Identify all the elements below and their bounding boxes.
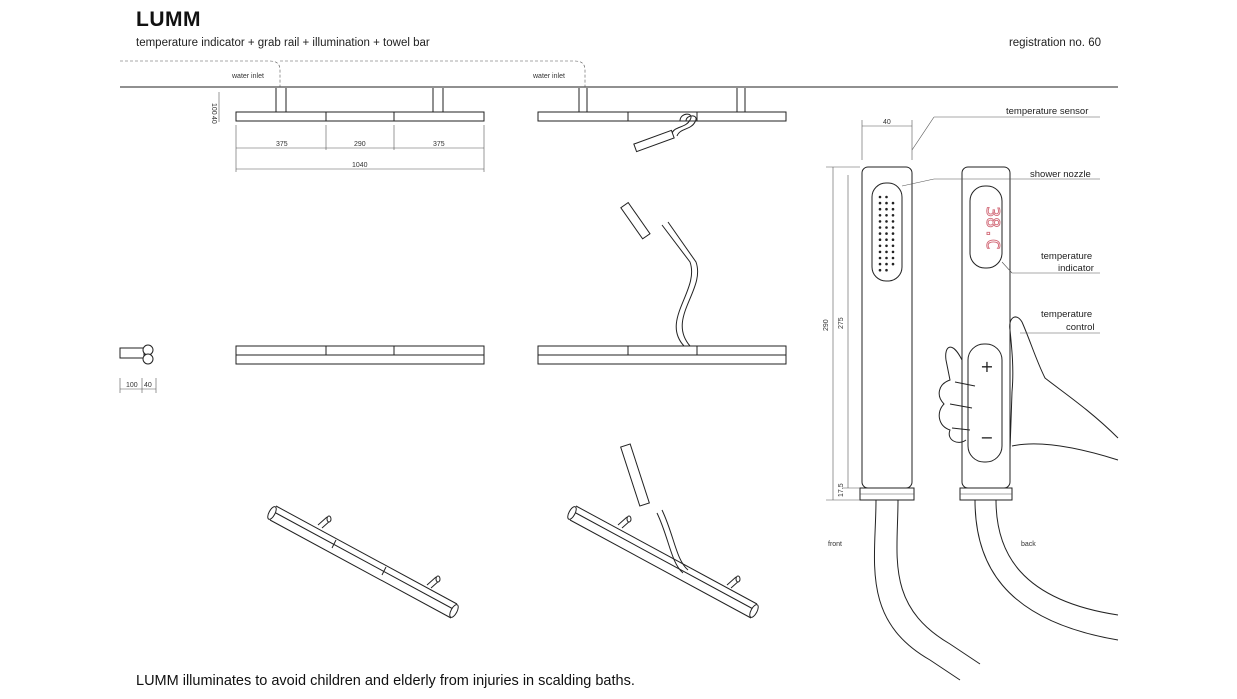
nozzle-dot xyxy=(878,195,882,199)
nozzle-dot xyxy=(878,244,882,248)
dim-290-mid: 290 xyxy=(354,141,366,148)
front-label: front xyxy=(828,541,842,548)
nozzle-dot xyxy=(885,220,888,223)
nozzle-dot xyxy=(885,256,888,260)
dim-375-left: 375 xyxy=(276,141,288,148)
nozzle-dot xyxy=(891,214,895,217)
dim-40-top: 40 xyxy=(210,116,217,124)
nozzle-dot xyxy=(878,238,882,241)
registration-number: registration no. 60 xyxy=(1008,37,1101,49)
dim-17-5-handle: 17.5 xyxy=(838,483,845,497)
footer-caption: LUMM illuminates to avoid children and e… xyxy=(136,673,635,689)
nozzle-dot xyxy=(891,250,895,254)
nozzle-dot xyxy=(878,232,882,235)
dim-375-right: 375 xyxy=(433,141,445,148)
thumb-fingers xyxy=(938,346,967,443)
isometric-bar-right xyxy=(567,443,759,619)
nozzle-dot xyxy=(891,201,895,205)
nozzle-dot xyxy=(885,238,888,241)
nozzle-dot xyxy=(885,214,888,217)
nozzle-dot xyxy=(878,220,882,223)
nozzle-dot xyxy=(885,262,888,266)
nozzle-dot xyxy=(885,250,888,254)
nozzle-dot xyxy=(885,201,888,205)
temperature-control-label-2: control xyxy=(1066,322,1095,333)
nozzle-dots xyxy=(878,195,895,272)
nozzle-dot xyxy=(878,201,882,205)
nozzle-dot xyxy=(891,244,895,248)
handheld-back-view: 38.C + − back xyxy=(938,166,1119,641)
nozzle-dot xyxy=(891,256,895,260)
nozzle-dot xyxy=(891,262,895,266)
nozzle-dot xyxy=(878,250,882,254)
inlet-pipe-right xyxy=(280,60,586,87)
nozzle-dot xyxy=(885,207,888,211)
nozzle-dot xyxy=(885,232,888,235)
water-inlet-label-right: water inlet xyxy=(532,73,565,80)
page-subtitle: temperature indicator + grab rail + illu… xyxy=(136,37,430,49)
dim-100-side: 100 xyxy=(126,382,138,389)
nozzle-dot xyxy=(885,195,888,199)
shower-nozzle-panel xyxy=(871,182,903,282)
nozzle-dot xyxy=(891,207,895,211)
hand-outline xyxy=(1009,316,1119,451)
nozzle-dot xyxy=(891,238,895,241)
nozzle-dot xyxy=(878,262,882,266)
nozzle-dot xyxy=(878,268,882,272)
side-profile: 100 40 xyxy=(119,344,157,393)
annotation-leaders: temperature sensor shower nozzle tempera… xyxy=(901,106,1100,334)
page-title: LUMM xyxy=(136,8,201,31)
nozzle-dot xyxy=(878,214,882,217)
shower-nozzle-label: shower nozzle xyxy=(1030,169,1091,180)
decrease-temperature-button[interactable]: − xyxy=(980,428,993,447)
nozzle-dot xyxy=(878,207,882,211)
top-view-bar-right xyxy=(537,88,787,153)
temperature-readout: 38.C xyxy=(982,206,1003,249)
elevation-bar-left xyxy=(235,345,485,365)
nozzle-dot xyxy=(878,256,882,260)
water-inlet-label-left: water inlet xyxy=(231,73,264,80)
nozzle-dot xyxy=(885,268,888,272)
dim-40-handle: 40 xyxy=(883,119,891,126)
nozzle-dot xyxy=(878,226,882,229)
temperature-indicator-label-2: indicator xyxy=(1058,263,1094,274)
temperature-control-panel[interactable] xyxy=(967,343,1003,463)
increase-temperature-button[interactable]: + xyxy=(980,357,993,376)
nozzle-dot xyxy=(891,220,895,223)
temperature-indicator-label-1: temperature xyxy=(1041,251,1092,262)
wall-and-inlets: water inlet water inlet xyxy=(120,60,1118,88)
back-label: back xyxy=(1021,541,1036,548)
elevation-bar-right xyxy=(537,201,787,365)
isometric-bar-left xyxy=(267,505,459,619)
temperature-sensor-label: temperature sensor xyxy=(1006,106,1088,117)
dim-40-side: 40 xyxy=(144,382,152,389)
temperature-control-label-1: temperature xyxy=(1041,309,1092,320)
nozzle-dot xyxy=(885,226,888,229)
dim-1040: 1040 xyxy=(352,162,368,169)
dim-275-handle: 275 xyxy=(838,317,845,329)
top-view-bar-left: 100 40 375 290 375 1040 xyxy=(210,88,485,172)
temperature-display-panel xyxy=(969,185,1003,269)
handheld-front-view: 40 290 275 17.5 front xyxy=(823,119,981,681)
dim-290-handle: 290 xyxy=(823,319,830,331)
inlet-pipe-left xyxy=(120,60,281,87)
nozzle-dot xyxy=(891,232,895,235)
dim-100-top: 100 xyxy=(210,103,217,115)
nozzle-dot xyxy=(885,244,888,248)
nozzle-dot xyxy=(891,226,895,229)
